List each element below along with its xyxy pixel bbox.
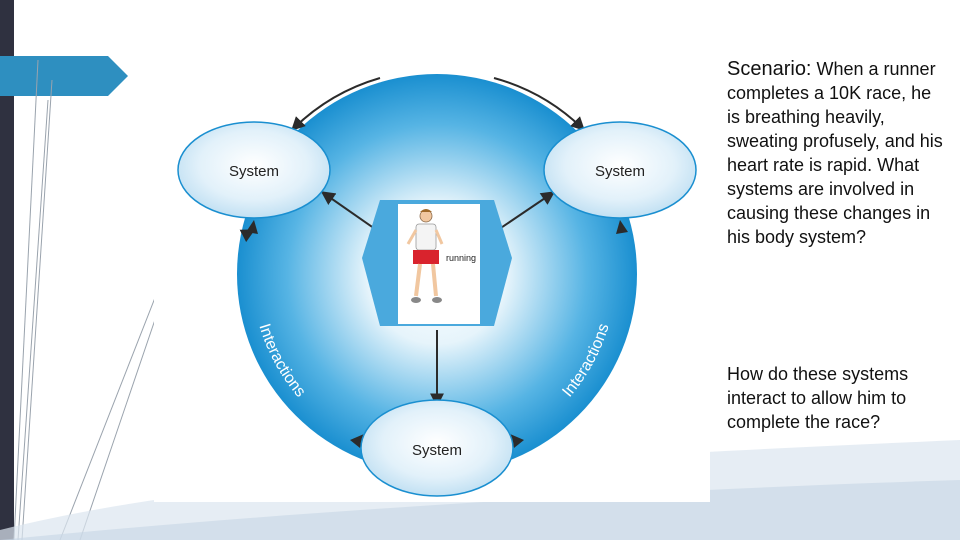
decorative-lines <box>13 59 160 540</box>
systems-interaction-diagram: Interactions Interactions Interactions S… <box>154 34 710 502</box>
arrow-left-head <box>246 220 258 234</box>
system-label-bottom: System <box>412 442 462 459</box>
arrow-tab-decoration <box>0 56 128 96</box>
scenario-body: When a runner completes a 10K race, he i… <box>727 59 943 247</box>
system-oval-left <box>177 121 331 219</box>
running-label: running <box>446 253 476 263</box>
system-label-right: System <box>595 163 645 180</box>
scenario-text: Scenario: When a runner completes a 10K … <box>727 57 945 249</box>
arrow-top-right <box>493 77 585 131</box>
scenario-label: Scenario: <box>727 58 812 80</box>
arrow-right-head <box>616 220 628 234</box>
system-oval-bottom <box>360 399 514 497</box>
system-oval-right <box>543 121 697 219</box>
system-label-left: System <box>229 163 279 180</box>
runner-figure-icon <box>406 209 444 303</box>
question-text: How do these systems interact to allow h… <box>727 364 909 432</box>
arrow-top-left <box>291 77 381 131</box>
left-accent-bar <box>0 0 14 540</box>
interactions-label-top: Interactions <box>388 57 475 78</box>
